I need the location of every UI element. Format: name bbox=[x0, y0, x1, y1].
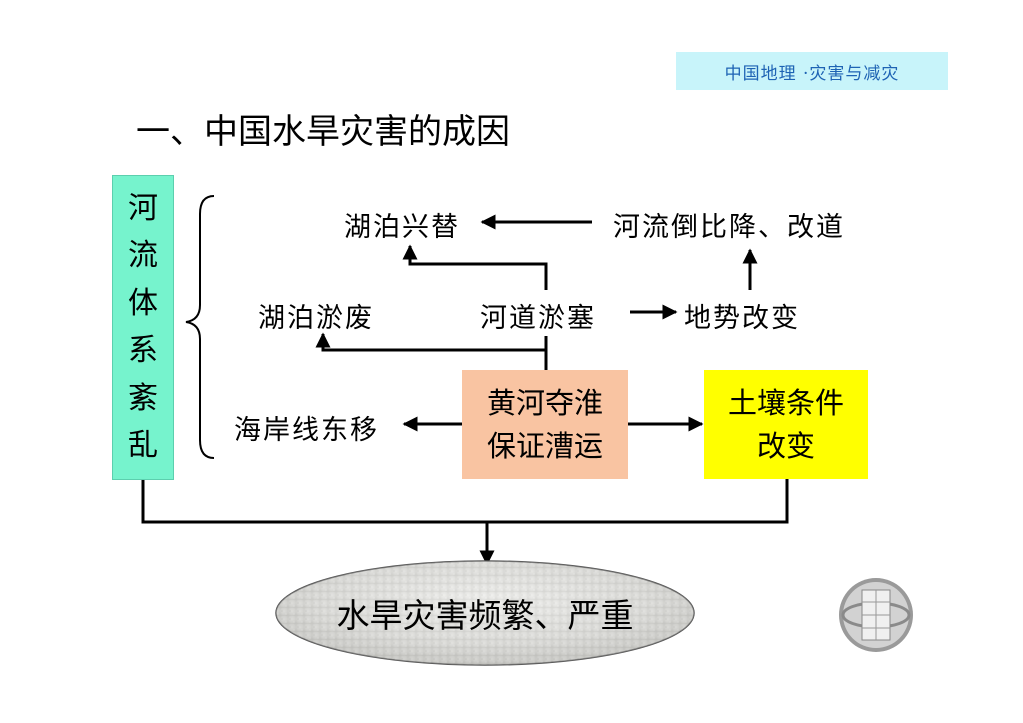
globe-logo-icon bbox=[839, 578, 913, 652]
node-soil-box: 土壤条件 改变 bbox=[704, 370, 868, 479]
arrow-channel-to-lake bbox=[402, 244, 548, 290]
yellow-river-line2: 保证漕运 bbox=[486, 428, 603, 463]
cause-char: 河 bbox=[128, 190, 158, 226]
course-badge: 中国地理 ·灾害与减灾 bbox=[676, 52, 948, 90]
node-river-shift: 河流倒比降、改道 bbox=[613, 212, 845, 243]
soil-line2: 改变 bbox=[756, 428, 815, 463]
node-yellow-river-box: 黄河夺淮 保证漕运 bbox=[462, 370, 628, 479]
cause-char: 流 bbox=[128, 238, 158, 274]
cause-char: 体 bbox=[128, 285, 158, 321]
yellow-river-line1: 黄河夺淮 bbox=[486, 386, 603, 421]
bottom-bracket bbox=[141, 478, 789, 524]
node-lake-change: 湖泊兴替 bbox=[344, 212, 460, 243]
soil-line1: 土壤条件 bbox=[727, 386, 844, 421]
curly-brace bbox=[185, 195, 215, 459]
cause-box-river-system-disorder: 河 流 体 系 紊 乱 bbox=[112, 175, 174, 480]
node-channel-silt: 河道淤塞 bbox=[480, 303, 596, 334]
cause-char: 紊 bbox=[128, 380, 158, 416]
cause-char: 乱 bbox=[128, 428, 158, 464]
page-title: 一、中国水旱灾害的成因 bbox=[136, 112, 510, 152]
node-terrain-change: 地势改变 bbox=[684, 303, 800, 334]
node-coast-move: 海岸线东移 bbox=[234, 415, 379, 446]
arrow-to-lake-silt bbox=[315, 332, 546, 352]
cause-char: 系 bbox=[128, 333, 158, 369]
result-text: 水旱灾害频繁、严重 bbox=[336, 596, 634, 635]
node-lake-silt: 湖泊淤废 bbox=[258, 303, 374, 334]
